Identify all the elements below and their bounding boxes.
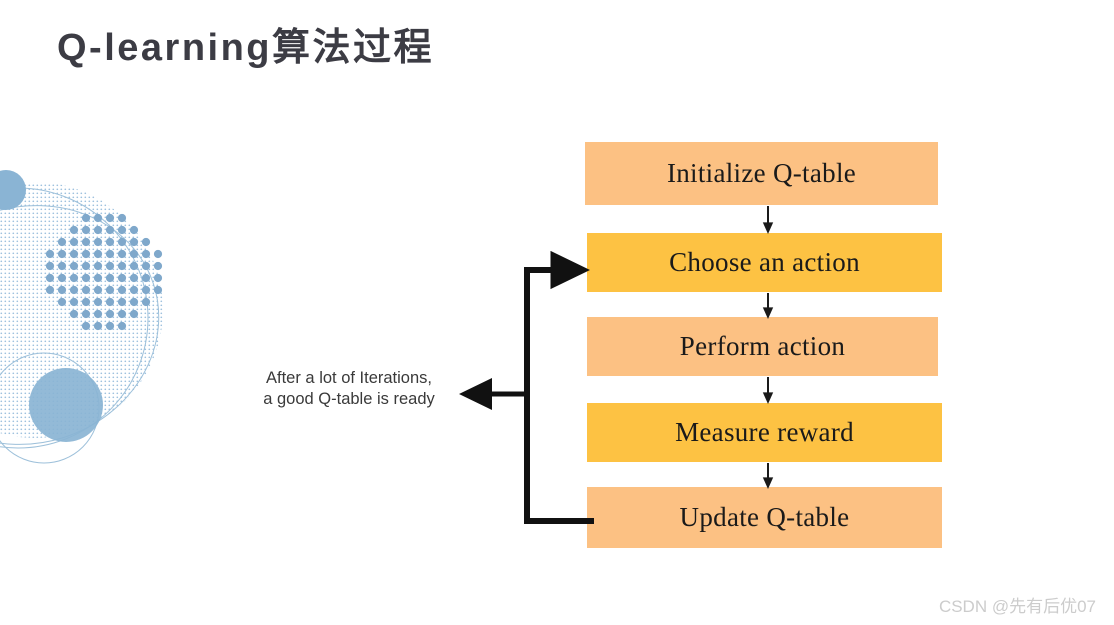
loop-caption-line-2: a good Q-table is ready <box>263 390 435 408</box>
flow-box-label: Measure reward <box>675 417 854 447</box>
flow-box-label: Perform action <box>679 331 846 361</box>
loop-caption-line-1: After a lot of Iterations, <box>266 369 432 387</box>
flow-box-initialize-q-table[interactable]: Initialize Q-table <box>585 142 938 205</box>
watermark: CSDN @先有后优07 <box>938 597 1096 616</box>
loop-back-arrow <box>524 250 594 524</box>
page-title: Q-learning算法过程 <box>57 27 435 69</box>
flow-box-label: Initialize Q-table <box>666 158 857 188</box>
flow-box-measure-reward[interactable]: Measure reward <box>587 403 942 462</box>
flow-box-label: Update Q-table <box>679 502 850 532</box>
flow-box-label: Choose an action <box>669 247 860 277</box>
flow-box-perform-action[interactable]: Perform action <box>587 317 938 376</box>
flow-box-choose-an-action[interactable]: Choose an action <box>587 233 942 292</box>
flow-box-update-q-table[interactable]: Update Q-table <box>587 487 942 548</box>
loop-caption: After a lot of Iterations, a good Q-tabl… <box>244 368 454 410</box>
